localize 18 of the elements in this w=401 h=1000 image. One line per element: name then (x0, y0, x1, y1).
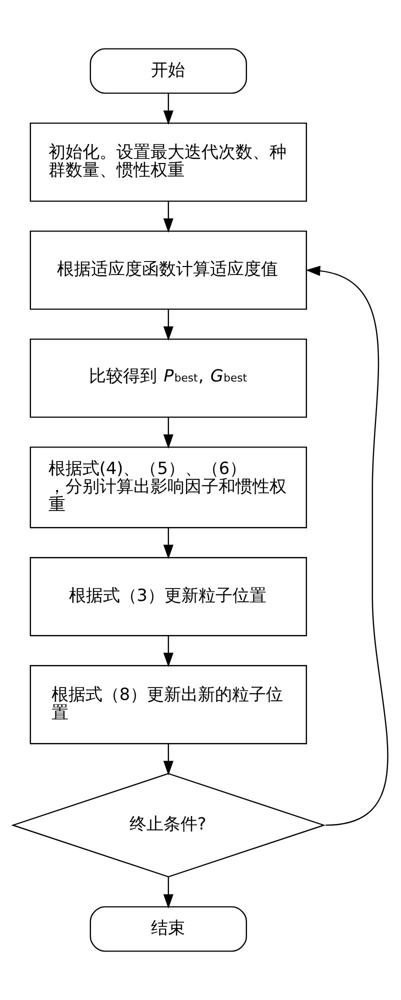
node-box: 比较得到 Pbest, Gbest (30, 338, 307, 418)
node-diamond: 终止条件? (11, 772, 326, 878)
arrow (306, 266, 388, 826)
node-box: 初始化。设置最大迭代次数、种群数量、惯性权重 (30, 122, 307, 202)
arrow (163, 877, 174, 909)
node-box: 根据式(4)、（5）、（6），分别计算出影响因子和惯性权重 (30, 446, 307, 528)
node-box: 根据式（3）更新粒子位置 (30, 557, 307, 636)
arrow (163, 744, 174, 776)
arrow (163, 636, 174, 668)
node-box: 结束 (90, 906, 247, 952)
arrow (163, 528, 174, 560)
node-box: 开始 (90, 48, 247, 94)
arrow (163, 310, 174, 341)
node-box: 根据式（8）更新出新的粒子位置 (30, 665, 307, 744)
arrow (163, 417, 174, 449)
node-box: 根据适应度函数计算适应度值 (30, 230, 307, 310)
arrow (163, 202, 174, 233)
arrow (163, 93, 174, 125)
